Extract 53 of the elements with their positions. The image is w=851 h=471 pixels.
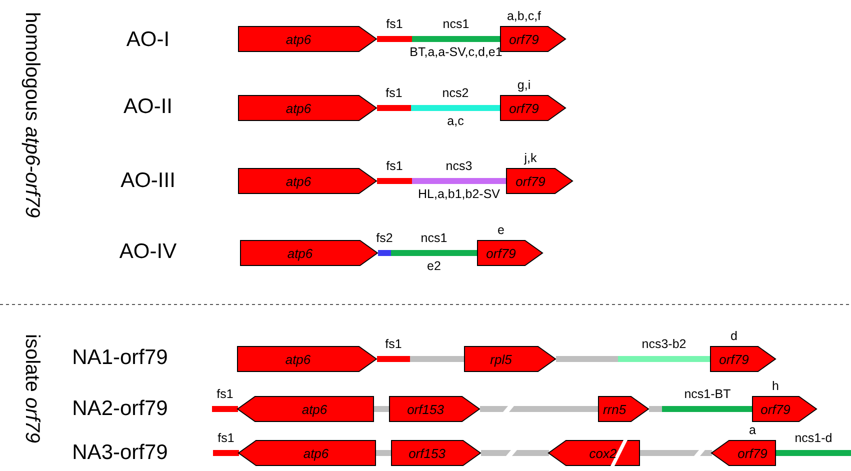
region-name: ncs3-b2 [642,337,686,352]
isolate-label: h [772,379,779,394]
isolate-label: a,b,c,f [506,9,542,24]
construct-label: AO-IV [119,240,177,264]
gene-name: orf79 [719,352,749,366]
isolate-label: e2 [427,259,441,274]
construct-label: NA3-orf79 [72,441,168,465]
construct-label: AO-III [120,169,176,193]
construct-label: NA2-orf79 [72,397,168,421]
region-name: fs1 [385,337,402,352]
gene-name: cox2 [589,446,617,460]
isolate-label: e [498,223,504,238]
region-name: fs1 [386,159,403,174]
gene-name: atp6 [286,32,312,46]
isolate-label: HL,a,b1,b2-SV [418,187,500,202]
group-label: isolate orf79 [20,334,44,443]
gene-name: rpl5 [490,352,512,366]
isolate-label: a [749,423,756,438]
construct-label: AO-II [124,95,172,119]
region-name: fs2 [376,231,393,246]
region-name: ncs1-BT [684,387,731,402]
gene-name: atp6 [285,352,311,366]
gene-name: atp6 [302,402,328,416]
isolate-label: d [730,329,738,344]
gene-name: orf79 [516,174,546,188]
region-name: fs1 [218,431,234,446]
isolate-label: BT,a,a-SV,c,d,e1 [410,45,502,60]
region-name: fs1 [386,17,403,32]
gene-name: atp6 [286,174,312,188]
region-name: ncs1-d [794,431,832,446]
region-name: ncs1 [420,231,448,246]
gene-name: atp6 [286,100,312,116]
gene-name: atp6 [303,446,329,460]
region-name: ncs1 [442,17,470,32]
region-name: ncs2 [442,86,469,101]
gene-name: orf79 [760,402,790,416]
construct-label: NA1-orf79 [72,346,168,370]
isolate-label: j,k [524,151,537,166]
gene-name: orf79 [486,246,516,260]
gene-name: orf153 [407,402,444,416]
gene-name: orf79 [509,100,539,116]
gene-name: orf153 [408,446,446,460]
gene-name: orf79 [738,446,768,460]
construct-label: AO-I [126,28,170,52]
region-name: fs1 [216,387,234,402]
gene-name: orf79 [509,32,539,46]
isolate-label: g,i [517,78,531,93]
region-name: fs1 [386,86,402,101]
isolate-label: a,c [447,114,464,129]
gene-name: rrn5 [602,402,626,416]
gene-name: atp6 [287,246,313,260]
region-name: ncs3 [446,159,472,174]
group-label: homologous atp6-orf79 [20,12,44,218]
